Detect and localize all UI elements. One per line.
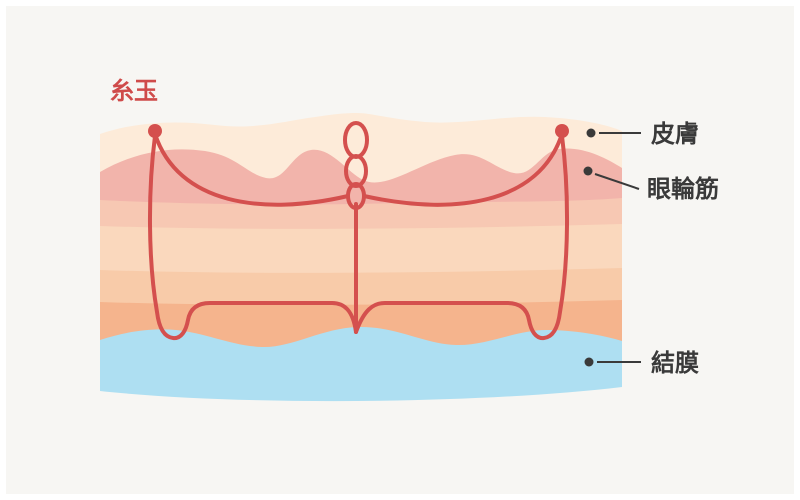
- thread-center-twist: [343, 121, 369, 210]
- knot-label: 糸玉: [110, 78, 158, 105]
- thread-knot-left: [148, 124, 162, 138]
- suture-thread: [148, 121, 569, 341]
- thread-right-catenary: [362, 132, 564, 207]
- muscle-label: 眼輪筋: [647, 175, 719, 203]
- skin-marker-dot: [586, 128, 596, 138]
- muscle-marker-dot: [583, 166, 593, 176]
- twist-loop-bottom: [346, 182, 366, 210]
- tissue-layers: [100, 113, 622, 416]
- skin-label: 皮膚: [651, 121, 699, 148]
- thread-knot-right: [555, 124, 569, 138]
- thread-left-catenary: [153, 132, 350, 207]
- muscle-leader-line: [594, 173, 640, 190]
- conjunctiva-label: 結膜: [651, 349, 699, 377]
- thread-left-loop: [148, 134, 358, 341]
- thread-right-loop: [354, 134, 569, 341]
- eyelid-cross-section-diagram: 糸玉 皮膚 眼輪筋 結膜: [100, 78, 719, 416]
- conjunctiva-annotation: 結膜: [584, 349, 699, 377]
- conjunctiva-marker-dot: [584, 357, 594, 367]
- layer-conjunctiva: [100, 326, 622, 412]
- muscle-annotation: 眼輪筋: [583, 166, 719, 203]
- skin-annotation: 皮膚: [586, 121, 699, 148]
- bottom-curve-mask: [100, 387, 622, 416]
